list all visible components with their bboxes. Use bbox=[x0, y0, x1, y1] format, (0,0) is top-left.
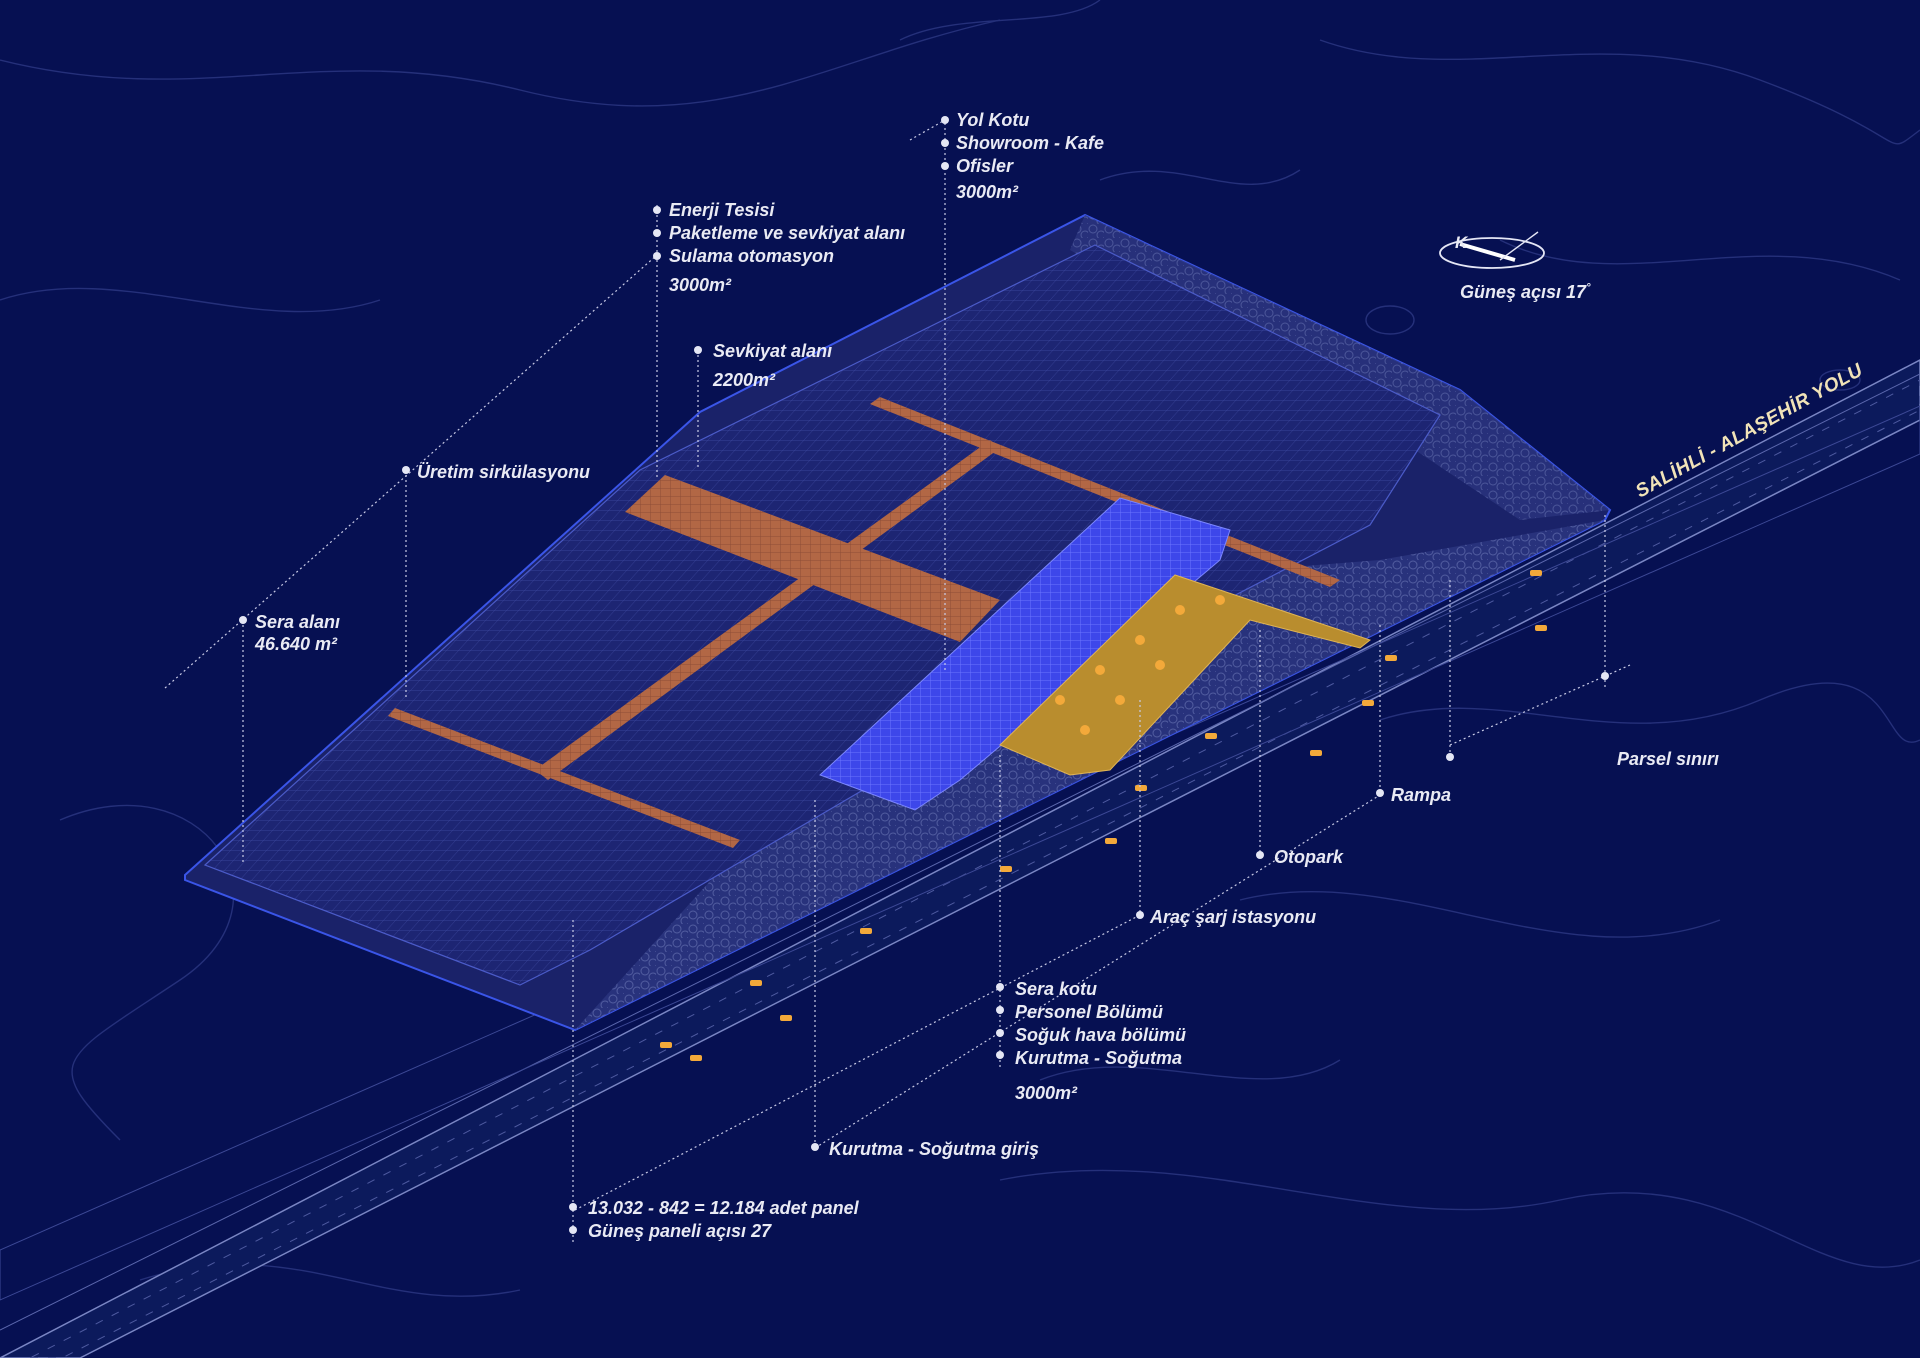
label-enerji: Enerji Tesisi bbox=[669, 200, 775, 220]
label-panel-aci: Güneş paneli açısı 27 bbox=[588, 1221, 772, 1241]
tree-border bbox=[575, 520, 1605, 1030]
label-uretim: Üretim sirkülasyonu bbox=[417, 462, 591, 482]
circulation-band-diag bbox=[535, 440, 1000, 780]
label-kurutma: Kurutma - Soğutma bbox=[1015, 1048, 1183, 1068]
label-gunes-aci: Güneş açısı 17° bbox=[1460, 282, 1591, 302]
leader-lines bbox=[164, 118, 1631, 1245]
label-sevkiyat: Sevkiyat alanı bbox=[713, 341, 833, 361]
label-yol-kotu: Yol Kotu bbox=[956, 110, 1030, 130]
parked-cars bbox=[1055, 595, 1225, 735]
label-sera-kotu: Sera kotu bbox=[1015, 979, 1098, 999]
label-paketleme: Paketleme ve sevkiyat alanı bbox=[669, 223, 906, 243]
highway bbox=[0, 359, 1920, 1358]
label-soguk: Soğuk hava bölümü bbox=[1015, 1025, 1187, 1045]
label-sera-alani: Sera alanı bbox=[255, 612, 341, 632]
label-area-top: 3000m² bbox=[956, 182, 1019, 202]
label-personel: Personel Bölümü bbox=[1015, 1002, 1164, 1022]
parking-lot bbox=[999, 574, 1372, 776]
label-area-2200: 2200m² bbox=[713, 370, 776, 390]
label-area-left: 3000m² bbox=[669, 275, 732, 295]
label-arac: Araç şarj istasyonu bbox=[1150, 907, 1317, 927]
label-parsel: Parsel sınırı bbox=[1617, 749, 1720, 769]
label-otopark: Otopark bbox=[1274, 847, 1344, 867]
label-kurutma-giris: Kurutma - Soğutma giriş bbox=[829, 1139, 1040, 1159]
label-area-bottom: 3000m² bbox=[1015, 1083, 1078, 1103]
label-sulama: Sulama otomasyon bbox=[669, 246, 835, 266]
label-rampa: Rampa bbox=[1391, 785, 1452, 805]
circulation-band-main bbox=[625, 475, 1000, 642]
label-panel: 13.032 - 842 = 12.184 adet panel bbox=[588, 1198, 859, 1218]
label-ofisler: Ofisler bbox=[956, 156, 1014, 176]
label-showroom: Showroom - Kafe bbox=[956, 133, 1105, 153]
road-cars bbox=[660, 570, 1547, 1061]
compass-k-label: K bbox=[1455, 233, 1469, 252]
circulation-band-lower bbox=[388, 708, 740, 848]
degree-sign: ° bbox=[1586, 282, 1591, 294]
leader-dots bbox=[239, 116, 1609, 1234]
gunes-aci-text: Güneş açısı 17 bbox=[1460, 282, 1587, 302]
compass-icon bbox=[1439, 231, 1545, 269]
label-sera-area: 46.640 m² bbox=[255, 634, 338, 654]
service-building bbox=[819, 497, 1231, 811]
greenhouse-field bbox=[203, 244, 1441, 986]
